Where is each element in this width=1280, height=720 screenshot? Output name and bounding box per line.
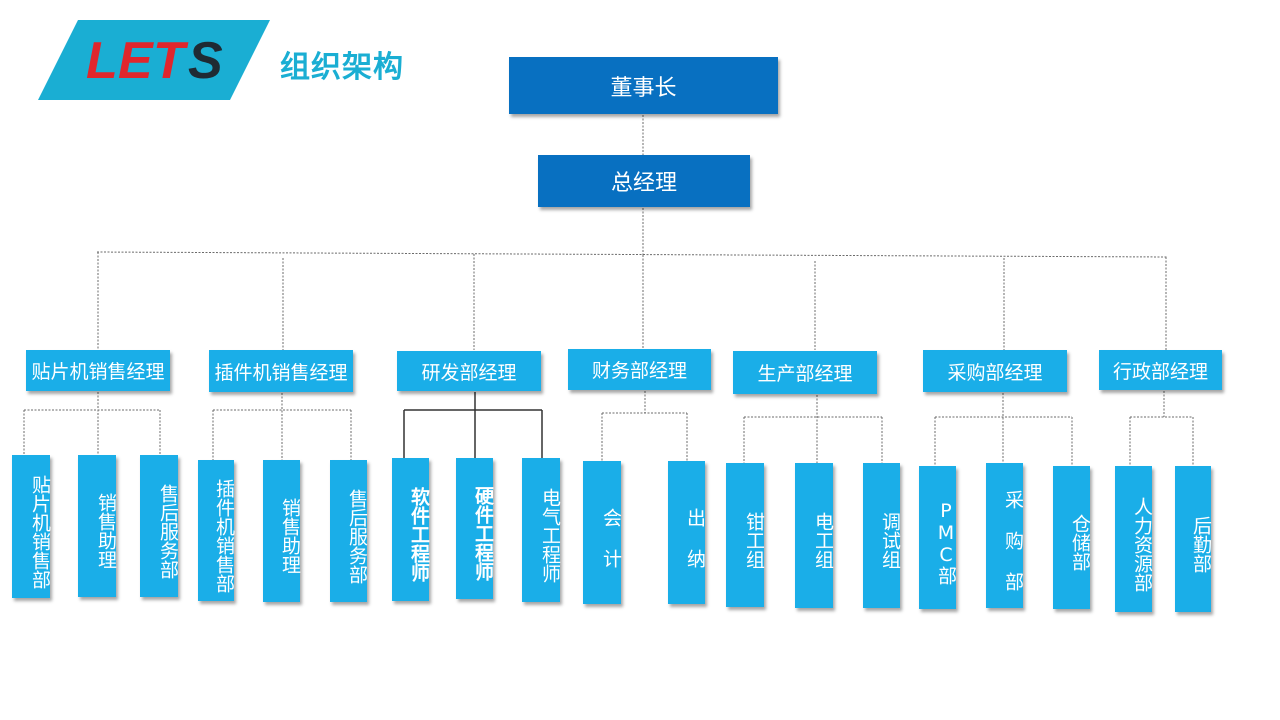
manager-box: 插件机销售经理	[209, 350, 353, 392]
svg-text:S: S	[188, 32, 223, 90]
svg-text:E: E	[118, 32, 154, 90]
staff-box: 仓储部	[1053, 466, 1091, 609]
staff-box: 钳工组	[726, 463, 765, 607]
staff-box: 软件工程师	[392, 458, 430, 601]
manager-box: 贴片机销售经理	[26, 350, 170, 391]
manager-box: 行政部经理	[1099, 350, 1222, 390]
staff-box: 电工组	[795, 463, 834, 608]
staff-box: 插件机销售部	[198, 460, 235, 601]
manager-box: 采购部经理	[923, 350, 1067, 392]
staff-box: 销售助理	[78, 455, 117, 597]
chairman-box: 董事长	[509, 57, 778, 114]
staff-box: 人力资源部	[1115, 466, 1153, 612]
staff-box: 采 购 部	[986, 463, 1024, 608]
staff-box: 调试组	[863, 463, 901, 608]
staff-box: 硬件工程师	[456, 458, 494, 599]
manager-box: 生产部经理	[733, 351, 877, 394]
staff-box: 会 计	[583, 461, 622, 604]
svg-text:T: T	[153, 32, 189, 90]
staff-box: 电气工程师	[522, 458, 561, 602]
staff-box: 后勤部	[1175, 466, 1212, 612]
manager-box: 财务部经理	[568, 349, 711, 390]
page-title: 组织架构	[280, 50, 404, 85]
staff-box: PMC部	[919, 466, 957, 609]
staff-box: 售后服务部	[330, 460, 368, 602]
manager-box: 研发部经理	[397, 351, 541, 391]
staff-box: 销售助理	[263, 460, 301, 602]
svg-text:L: L	[86, 32, 118, 90]
general-manager-box: 总经理	[538, 155, 750, 207]
staff-box: 出 纳	[668, 461, 706, 604]
lets-logo: L E T S	[38, 20, 270, 100]
staff-box: 售后服务部	[140, 455, 179, 597]
staff-box: 贴片机销售部	[12, 455, 51, 598]
